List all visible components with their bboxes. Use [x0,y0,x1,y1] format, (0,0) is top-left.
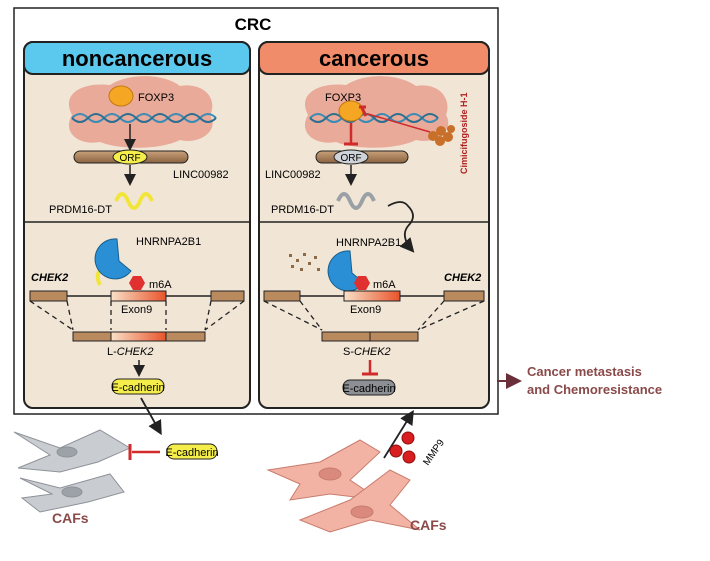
m6a-label: m6A [149,279,172,291]
foxp3-label: FOXP3 [138,92,174,104]
prdm-label: PRDM16-DT [49,204,112,216]
exon9-label: Exon9 [121,304,152,316]
ecad-secreted [166,443,218,460]
ecad-normal-label: E-cadherin [111,382,164,394]
ecad-cancer [342,379,396,396]
caf-cells-cancer [266,439,421,533]
cafs-label-cancer: CAFs [410,517,447,533]
cimicifugoside-molecule [428,125,455,146]
ecad-secreted-label: E-cadherin [165,447,218,459]
cell-nucleus-cancer [304,76,449,148]
ecad-cancer-label: E-cadherin [342,383,395,395]
lncrna-transcript [114,192,154,210]
m6a-label-cancer: m6A [373,279,396,291]
cimicifugoside-label: Cimicifugoside H-1 [459,92,469,174]
dna-helix [71,113,217,123]
orf-label-cancer: ORF [340,153,361,164]
lncrna-transcript-cancer [336,192,376,210]
outcome-line2: and Chemoresistance [527,382,662,397]
hnrnpa2b1-label-cancer: HNRNPA2B1 [336,237,401,249]
degraded-fragments [289,253,320,271]
l-chek2-label: L-CHEK2 [107,346,153,358]
chek2-label-cancer: CHEK2 [444,272,481,284]
ecad-release-arrow [140,397,162,436]
foxp3-label-cancer: FOXP3 [325,92,361,104]
mmp9-arrow [383,409,414,459]
crc-title: CRC [235,15,272,34]
orf-region [112,149,148,165]
prdm-label-cancer: PRDM16-DT [271,204,334,216]
exon9 [110,290,167,302]
ecad-normal [111,378,165,395]
foxp3-protein [108,85,134,107]
mmp9-molecules [389,431,416,464]
noncancerous-header: noncancerous [62,46,212,71]
linc-label: LINC00982 [173,169,229,181]
degradation-arrow [387,201,415,253]
m6a-mark-cancer [354,276,370,290]
cancerous-header: cancerous [319,46,429,71]
orf-label: ORF [119,153,140,164]
exon9-label-cancer: Exon9 [350,304,381,316]
cafs-label-normal: CAFs [52,510,89,526]
hnrnpa2b1-protein [94,238,132,280]
exon9-cancer [343,290,401,302]
outcome-line1: Cancer metastasis [527,364,642,379]
foxp3-protein-cancer [338,100,364,122]
mmp9-label: MMP9 [421,437,447,467]
orf-region-cancer [333,149,369,165]
m6a-mark [129,276,145,290]
cell-nucleus [68,76,213,148]
s-chek2-label: S-CHEK2 [343,346,391,358]
chek2-label: CHEK2 [31,272,68,284]
caf-cells-normal [13,429,132,513]
cimicifugoside-block [359,105,368,117]
linc-label-cancer: LINC00982 [265,169,321,181]
hnrnpa2b1-label: HNRNPA2B1 [136,236,201,248]
